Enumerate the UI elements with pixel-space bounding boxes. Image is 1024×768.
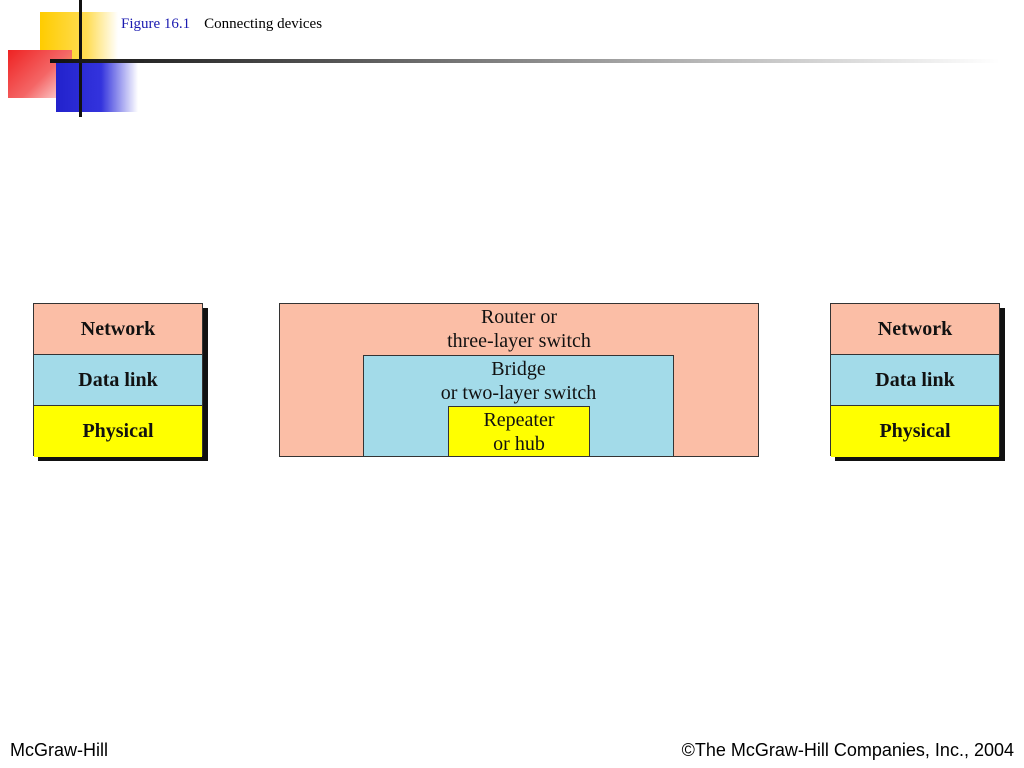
right-layer-stack: Network Data link Physical bbox=[830, 303, 1000, 457]
figure-title: Connecting devices bbox=[204, 16, 323, 32]
left-datalink-layer: Data link bbox=[34, 355, 202, 406]
router-label-line1: Router or bbox=[480, 306, 558, 328]
figure-number: Figure 16.1 bbox=[121, 16, 191, 32]
logo-vertical-line bbox=[79, 0, 82, 117]
left-physical-layer: Physical bbox=[34, 406, 202, 457]
figure-caption: Figure 16.1 Connecting devices bbox=[121, 16, 322, 33]
left-network-layer: Network bbox=[34, 304, 202, 355]
bridge-label-line1: Bridge bbox=[491, 358, 546, 380]
logo-blue-square bbox=[56, 62, 138, 112]
router-label-line2: three-layer switch bbox=[447, 330, 591, 352]
repeater-box: Repeater or hub bbox=[448, 406, 590, 457]
left-layer-stack: Network Data link Physical bbox=[33, 303, 203, 457]
footer-publisher: McGraw-Hill bbox=[10, 740, 108, 760]
right-physical-layer: Physical bbox=[831, 406, 999, 457]
right-network-layer: Network bbox=[831, 304, 999, 355]
bridge-label-line2: or two-layer switch bbox=[440, 382, 597, 404]
title-underline bbox=[50, 59, 1000, 63]
repeater-label: Repeater or hub bbox=[449, 408, 589, 456]
repeater-label-line1: Repeater bbox=[483, 409, 555, 431]
router-label: Router or three-layer switch bbox=[280, 305, 758, 353]
bridge-label: Bridge or two-layer switch bbox=[364, 357, 673, 405]
footer-copyright: ©The McGraw-Hill Companies, Inc., 2004 bbox=[681, 740, 1014, 760]
right-datalink-layer: Data link bbox=[831, 355, 999, 406]
repeater-label-line2: or hub bbox=[493, 433, 545, 455]
